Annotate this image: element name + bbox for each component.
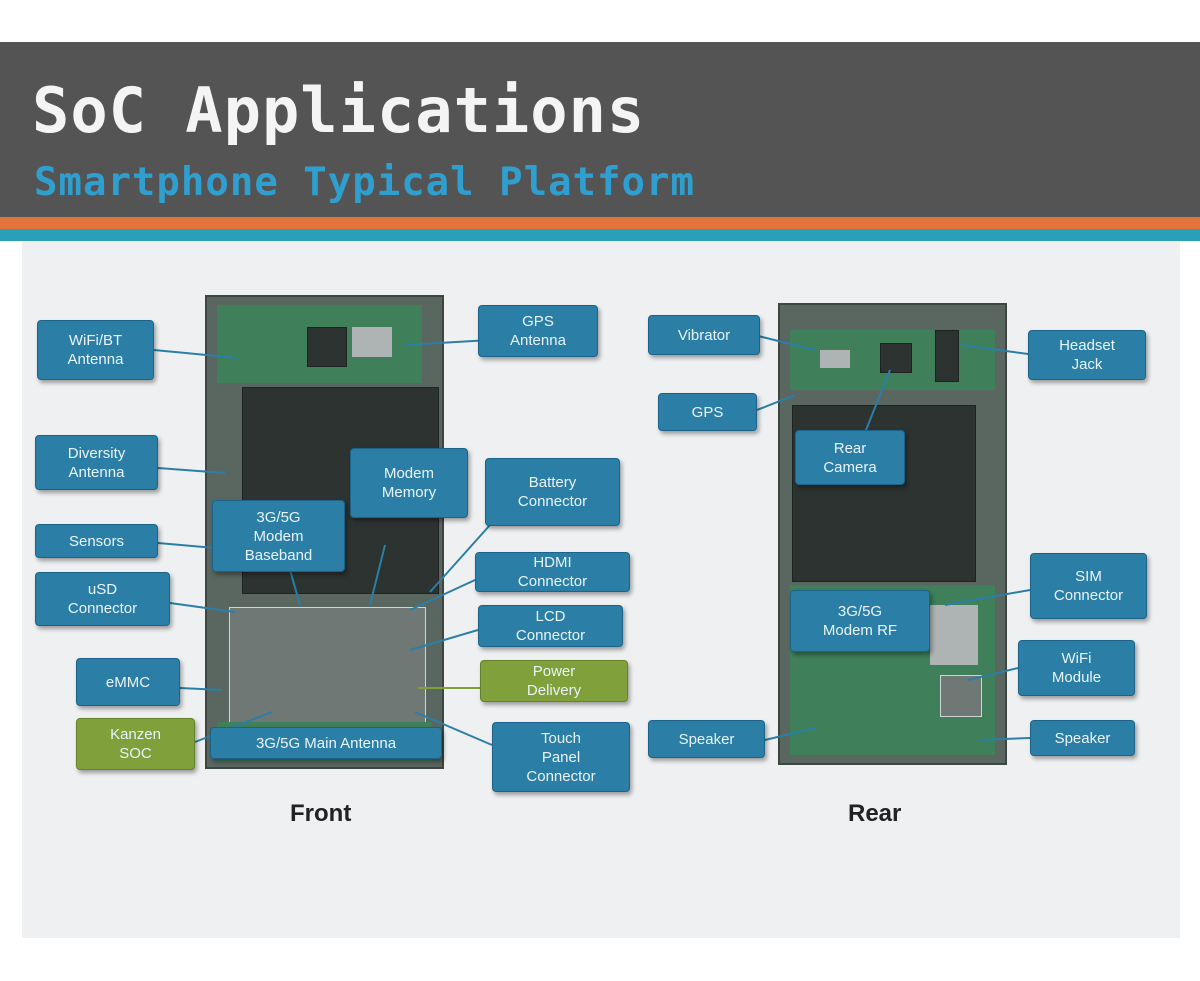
callout-battery-connector: Battery Connector bbox=[485, 458, 620, 526]
callout-gps-antenna: GPS Antenna bbox=[478, 305, 598, 357]
teal-divider-stripe bbox=[0, 229, 1200, 241]
callout-modem-memory: Modem Memory bbox=[350, 448, 468, 518]
front-top-shield bbox=[352, 327, 392, 357]
callout-kanzen-soc: Kanzen SOC bbox=[76, 718, 195, 770]
page-subtitle: Smartphone Typical Platform bbox=[34, 160, 695, 205]
callout-vibrator: Vibrator bbox=[648, 315, 760, 355]
rear-caption: Rear bbox=[848, 800, 902, 827]
orange-divider-stripe bbox=[0, 217, 1200, 229]
rear-board-photo bbox=[778, 303, 1007, 765]
callout-modem-rf: 3G/5G Modem RF bbox=[790, 590, 930, 652]
callout-wifi-bt-antenna: WiFi/BT Antenna bbox=[37, 320, 154, 380]
callout-modem-baseband: 3G/5G Modem Baseband bbox=[212, 500, 345, 572]
callout-hdmi-connector: HDMI Connector bbox=[475, 552, 630, 592]
front-caption: Front bbox=[290, 800, 352, 827]
rear-jack-part bbox=[935, 330, 959, 382]
rear-sim-slot bbox=[930, 605, 978, 665]
front-soc-shield bbox=[229, 607, 426, 724]
callout-gps: GPS bbox=[658, 393, 757, 431]
rear-vibrator-part bbox=[820, 350, 850, 368]
callout-lcd-connector: LCD Connector bbox=[478, 605, 623, 647]
rear-camera-part bbox=[880, 343, 912, 373]
page-title: SoC Applications bbox=[32, 74, 646, 147]
callout-speaker-left: Speaker bbox=[648, 720, 765, 758]
front-top-chip bbox=[307, 327, 347, 367]
callout-wifi-module: WiFi Module bbox=[1018, 640, 1135, 696]
callout-emmc: eMMC bbox=[76, 658, 180, 706]
rear-wifi-chip bbox=[940, 675, 982, 717]
callout-sim-connector: SIM Connector bbox=[1030, 553, 1147, 619]
callout-power-delivery: Power Delivery bbox=[480, 660, 628, 702]
callout-sensors: Sensors bbox=[35, 524, 158, 558]
callout-speaker-right: Speaker bbox=[1030, 720, 1135, 756]
callout-rear-camera: Rear Camera bbox=[795, 430, 905, 485]
callout-diversity-antenna: Diversity Antenna bbox=[35, 435, 158, 490]
callout-headset-jack: Headset Jack bbox=[1028, 330, 1146, 380]
header-bar: SoC Applications Smartphone Typical Plat… bbox=[0, 42, 1200, 217]
callout-main-antenna: 3G/5G Main Antenna bbox=[210, 727, 442, 759]
callout-touch-panel-connector: Touch Panel Connector bbox=[492, 722, 630, 792]
callout-usd-connector: uSD Connector bbox=[35, 572, 170, 626]
